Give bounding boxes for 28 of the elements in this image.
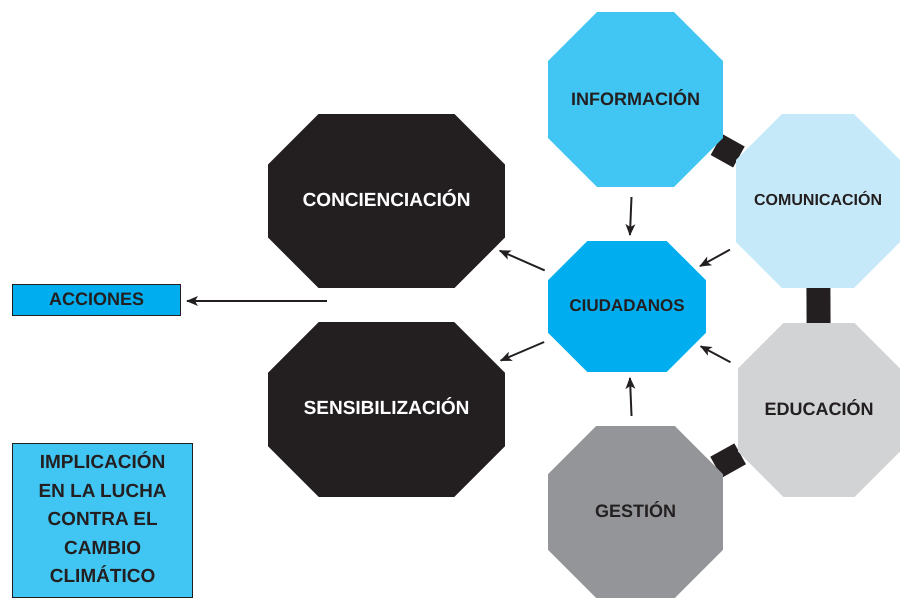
- node-label: CONCIENCIACIÓN: [302, 190, 470, 212]
- label-box: [12, 284, 181, 316]
- arrow: [625, 196, 636, 236]
- octagon-node: [548, 241, 706, 372]
- connector-band: [806, 288, 831, 324]
- octagon-node: [548, 426, 723, 598]
- arrow: [498, 250, 546, 272]
- octagon-node: [268, 114, 505, 288]
- node-label: COMUNICACIÓN: [754, 191, 882, 211]
- octagon-node: [268, 322, 505, 497]
- node-label: EDUCACIÓN: [764, 399, 874, 421]
- arrow: [700, 345, 731, 364]
- connector-band: [710, 134, 745, 168]
- arrow: [625, 377, 636, 416]
- arrow: [500, 341, 545, 362]
- octagon-node: [736, 114, 900, 288]
- octagon-node: [738, 323, 900, 497]
- node-label: IMPLICACIÓN EN LA LUCHA CONTRA EL CAMBIO CLIMÁTICO: [37, 450, 168, 590]
- node-label: GESTIÓN: [594, 501, 676, 523]
- node-label: INFORMACIÓN: [571, 88, 700, 110]
- octagon-node: [548, 12, 723, 187]
- node-label: CIUDADANOS: [569, 296, 685, 317]
- node-label: SENSIBILIZACIÓN: [304, 398, 470, 421]
- connector-band: [710, 443, 746, 478]
- node-label: ACCIONES: [48, 289, 144, 311]
- arrow: [186, 296, 327, 306]
- arrow: [699, 248, 730, 268]
- label-box: [12, 443, 193, 598]
